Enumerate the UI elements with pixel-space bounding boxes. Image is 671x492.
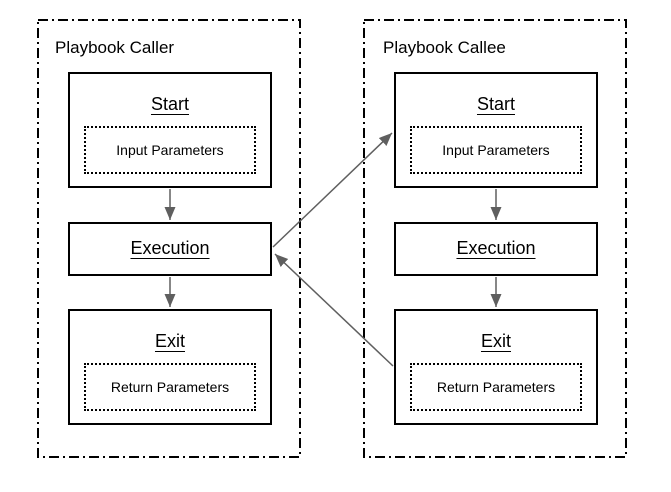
caller-return-parameters-box: Return Parameters <box>84 363 256 411</box>
node-caller-start: Start Input Parameters <box>68 72 272 188</box>
node-caller-start-label: Start <box>150 94 189 114</box>
callee-input-parameters-box: Input Parameters <box>410 126 582 174</box>
edge-caller-execution-to-callee-start <box>272 132 393 248</box>
node-callee-exit-label: Exit <box>480 331 511 351</box>
caller-container-title: Playbook Caller <box>55 38 175 57</box>
caller-input-parameters-box: Input Parameters <box>84 126 256 174</box>
node-callee-start-label: Start <box>476 94 515 114</box>
callee-return-parameters-box: Return Parameters <box>410 363 582 411</box>
caller-return-parameters-label: Return Parameters <box>110 379 230 395</box>
node-callee-execution-label: Execution <box>456 238 536 259</box>
node-callee-exit: Exit Return Parameters <box>394 309 598 425</box>
edge-callee-exit-to-caller-execution <box>274 253 394 367</box>
node-caller-exit-label: Exit <box>154 331 185 351</box>
node-caller-execution-label: Execution <box>130 238 210 259</box>
node-caller-exit: Exit Return Parameters <box>68 309 272 425</box>
node-caller-execution: Execution <box>68 222 272 276</box>
callee-input-parameters-label: Input Parameters <box>442 142 550 158</box>
node-callee-start: Start Input Parameters <box>394 72 598 188</box>
caller-input-parameters-label: Input Parameters <box>116 142 224 158</box>
node-callee-execution: Execution <box>394 222 598 276</box>
callee-return-parameters-label: Return Parameters <box>436 379 556 395</box>
callee-container-title: Playbook Callee <box>383 38 506 57</box>
